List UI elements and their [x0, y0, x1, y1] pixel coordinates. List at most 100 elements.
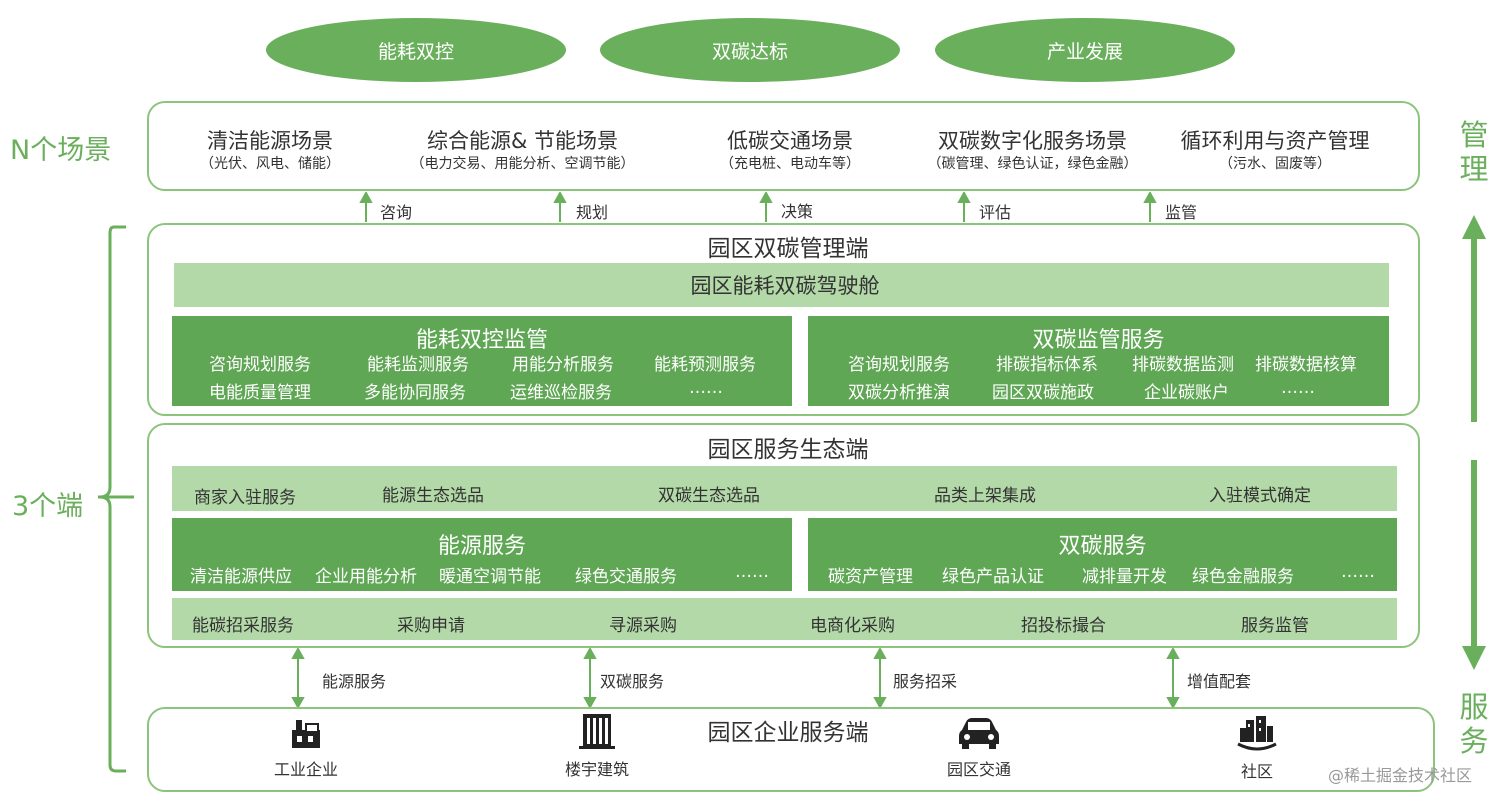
- scene-title: 双碳数字化服务场景: [938, 129, 1127, 153]
- bi-arrow-label: 双碳服务: [600, 672, 665, 691]
- procurement-item: 电商化采购: [810, 616, 895, 636]
- energy-services-panel: 能源服务 清洁能源供应 企业用能分析 暖通空调节能 绿色交通服务 ……: [172, 518, 792, 591]
- scene-title: 循环利用与资产管理: [1180, 129, 1370, 153]
- bi-arrow-label: 增值配套: [1187, 672, 1252, 691]
- arrow-label-consult: 咨询: [380, 203, 413, 222]
- community-icon: [1237, 716, 1277, 751]
- panel-item: 排碳数据监测: [1132, 355, 1234, 375]
- enterprise-label: 工业企业: [273, 760, 338, 779]
- panel-item: 多能协同服务: [364, 383, 466, 403]
- scene-subtitle: （充电桩、电动车等）: [720, 156, 860, 172]
- panel-item: 咨询规划服务: [848, 355, 950, 375]
- carbon-supervision-title: 双碳监管服务: [1032, 328, 1165, 353]
- panel-item: 绿色金融服务: [1192, 567, 1294, 587]
- panel-item: 用能分析服务: [512, 355, 614, 375]
- panel-item: 企业用能分析: [315, 567, 417, 587]
- panel-item: ……: [1281, 378, 1315, 398]
- carbon-supervision-panel: 双碳监管服务 咨询规划服务 排碳指标体系 排碳数据监测 排碳数据核算 双碳分析推…: [808, 316, 1389, 406]
- bi-arrow-label: 服务招采: [893, 672, 958, 691]
- scene-integrated-energy: 综合能源& 节能场景 （电力交易、用能分析、空调节能）: [375, 128, 670, 174]
- panel-item: 减排量开发: [1082, 567, 1167, 587]
- side-label-n-scenes: N个场景: [10, 135, 112, 166]
- procurement-item: 寻源采购: [609, 616, 677, 636]
- panel-item: 碳资产管理: [828, 567, 913, 587]
- side-label-three-ends: 3个端: [12, 491, 84, 522]
- enterprise-item-transport: 园区交通: [909, 716, 1049, 780]
- scene-low-carbon-transport: 低碳交通场景 （充电桩、电动车等）: [690, 128, 890, 174]
- panel-item: 园区双碳施政: [992, 383, 1094, 403]
- merchant-item: 双碳生态选品: [658, 486, 760, 506]
- panel-item: ……: [689, 378, 723, 398]
- panel-item: 排碳指标体系: [996, 355, 1098, 375]
- procurement-item: 能碳招采服务: [192, 616, 294, 636]
- enterprise-item-industry: 工业企业: [236, 714, 376, 780]
- ecosystem-title: 园区服务生态端: [707, 437, 869, 463]
- panel-item: 双碳分析推演: [848, 383, 950, 403]
- procurement-item: 采购申请: [397, 616, 465, 636]
- cockpit-bar: [174, 263, 1389, 307]
- goal-ellipse-3: 产业发展: [935, 18, 1235, 82]
- enterprise-label: 园区交通: [946, 760, 1011, 779]
- merchant-item: 商家入驻服务: [194, 488, 296, 508]
- goal-ellipse-1: 能耗双控: [266, 18, 566, 82]
- bi-arrows: [291, 648, 1180, 708]
- carbon-services-title: 双碳服务: [1058, 534, 1147, 559]
- procurement-item: 招投标撮合: [1021, 616, 1106, 636]
- management-title: 园区双碳管理端: [707, 236, 869, 262]
- panel-item: 绿色交通服务: [575, 567, 677, 587]
- carbon-services-panel: 双碳服务 碳资产管理 绿色产品认证 减排量开发 绿色金融服务 ……: [808, 518, 1397, 591]
- merchant-item: 能源生态选品: [382, 486, 484, 506]
- enterprise-title: 园区企业服务端: [707, 720, 869, 746]
- panel-item: 咨询规划服务: [209, 355, 311, 375]
- watermark: @稀土掘金技术社区: [1328, 766, 1473, 785]
- scene-subtitle: （光伏、风电、储能）: [200, 156, 340, 172]
- three-ends-bracket: [98, 225, 134, 773]
- merchant-bar: [172, 466, 1397, 511]
- scene-digital-carbon: 双碳数字化服务场景 （碳管理、绿色认证，绿色金融）: [900, 128, 1165, 174]
- building-icon: [579, 714, 615, 749]
- arrow-label-plan: 规划: [576, 203, 609, 222]
- energy-control-title: 能耗双控监管: [415, 328, 548, 353]
- goal-ellipse-2: 双碳达标: [600, 18, 900, 82]
- enterprise-item-building: 楼宇建筑: [527, 712, 667, 780]
- arrow-label-supervise: 监管: [1165, 203, 1198, 222]
- procurement-item: 服务监管: [1241, 616, 1309, 636]
- panel-item: 清洁能源供应: [190, 567, 292, 587]
- car-icon: [959, 718, 999, 749]
- scene-clean-energy: 清洁能源场景 （光伏、风电、储能）: [180, 128, 360, 174]
- merchant-item: 品类上架集成: [934, 486, 1036, 506]
- panel-item: 运维巡检服务: [510, 383, 612, 403]
- scene-title: 低碳交通场景: [727, 129, 853, 153]
- side-label-service: 服务: [1459, 690, 1489, 758]
- side-label-manage: 管理: [1459, 118, 1489, 186]
- panel-item: 能耗监测服务: [367, 355, 469, 375]
- factory-icon: [292, 720, 320, 748]
- arrow-label-evaluate: 评估: [979, 203, 1012, 222]
- panel-item: 排碳数据核算: [1255, 355, 1357, 375]
- panel-item: 能耗预测服务: [654, 355, 756, 375]
- bi-arrow-label: 能源服务: [322, 672, 387, 691]
- panel-item: 电能质量管理: [209, 383, 311, 403]
- energy-services-title: 能源服务: [437, 534, 526, 559]
- enterprise-label: 社区: [1240, 762, 1273, 781]
- scene-title: 综合能源& 节能场景: [426, 129, 619, 153]
- scene-subtitle: （碳管理、绿色认证，绿色金融）: [927, 156, 1138, 172]
- panel-item: 绿色产品认证: [942, 567, 1044, 587]
- panel-item: 暖通空调节能: [439, 567, 541, 587]
- panel-item: ……: [1341, 562, 1375, 582]
- manage-service-arrows: [1462, 215, 1486, 670]
- scene-title: 清洁能源场景: [207, 129, 333, 153]
- panel-item: ……: [735, 562, 769, 582]
- scene-recycling: 循环利用与资产管理 （污水、固废等）: [1165, 128, 1385, 174]
- scene-subtitle: （电力交易、用能分析、空调节能）: [410, 156, 635, 172]
- scenes-box: [147, 101, 1420, 191]
- arrow-label-decide: 决策: [781, 202, 814, 221]
- merchant-item: 入驻模式确定: [1209, 486, 1311, 506]
- procurement-bar: [172, 598, 1397, 640]
- enterprise-label: 楼宇建筑: [564, 760, 629, 779]
- enterprise-item-community: 社区: [1187, 714, 1327, 782]
- enterprise-box: [147, 707, 1435, 792]
- panel-item: 企业碳账户: [1144, 383, 1229, 403]
- scene-subtitle: （污水、固废等）: [1219, 156, 1331, 172]
- up-arrows: [359, 192, 1157, 222]
